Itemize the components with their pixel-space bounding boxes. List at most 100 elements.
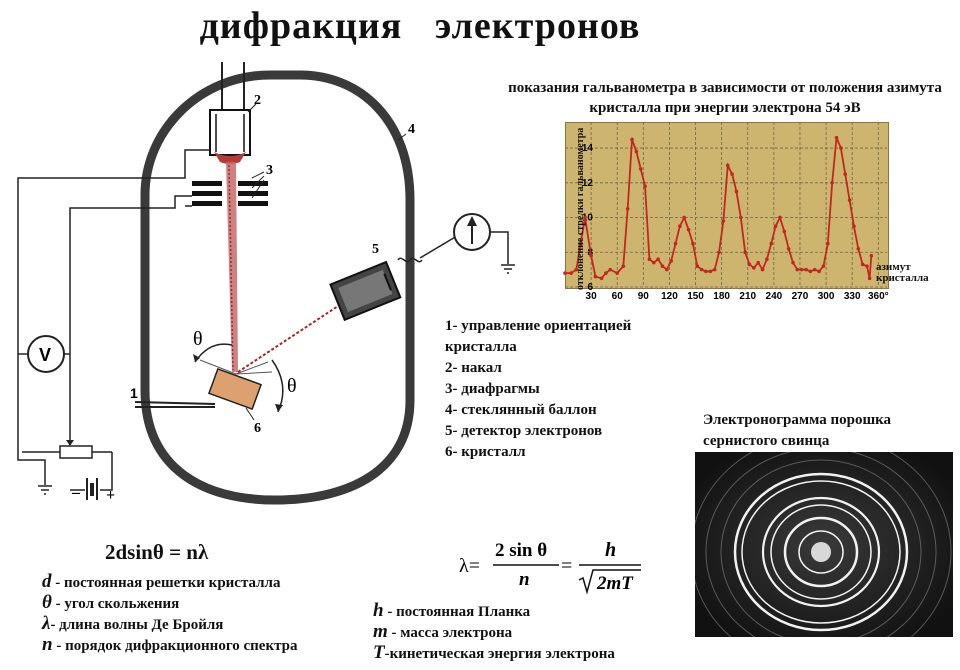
chart-series-line <box>565 137 873 280</box>
definition-row: λ- длина волны Де Бройля <box>42 614 382 635</box>
battery-minus: – <box>71 484 81 501</box>
symbol: m <box>373 621 388 642</box>
chart-x-tick-label: 180 <box>713 291 730 302</box>
chart-data-point <box>760 267 765 272</box>
chart-data-point <box>834 135 839 140</box>
page-title: дифракция электронов <box>199 5 641 47</box>
chart-x-axis-label: азимут кристалла <box>876 261 929 284</box>
definition-text: - длина волны Де Бройля <box>50 617 224 633</box>
chart-data-point <box>856 246 861 251</box>
symbol: n <box>42 634 53 655</box>
chart-x-tick-label: 210 <box>739 291 756 302</box>
chart-data-point <box>578 241 583 246</box>
electron-beam <box>226 162 238 372</box>
chart-data-point <box>773 224 778 229</box>
chart-data-point <box>865 264 869 268</box>
chart-data-point <box>734 189 739 194</box>
symbol: h <box>373 600 384 621</box>
chart-data-point <box>869 253 874 258</box>
chart-data-point <box>799 267 804 272</box>
chart-data-point <box>752 266 756 270</box>
legend-item: 1- управление ориентацией кристалла <box>445 318 632 355</box>
diaphragms <box>192 181 268 206</box>
chart-y-tick-label: 12 <box>582 178 594 189</box>
chart-x-tick-label: 240 <box>766 291 783 302</box>
chart-data-point <box>583 215 587 220</box>
part-number-6: 6 <box>254 421 261 436</box>
formula-lambda: λ= <box>459 555 480 577</box>
chart-data-point <box>804 267 808 272</box>
chart-title: показания гальванометра в зависимости от… <box>508 80 942 116</box>
formula-denominator-1: n <box>519 569 530 590</box>
chart-data-point <box>725 163 730 168</box>
chart-data-point <box>563 271 567 275</box>
chart-y-tick-label: 6 <box>587 282 593 293</box>
chart-data-point <box>839 146 843 150</box>
chart-data-point <box>826 241 830 246</box>
formula-numerator-2: h <box>605 539 616 561</box>
chart-data-point <box>660 264 665 268</box>
chart-data-point <box>686 227 691 232</box>
chart-data-point <box>843 172 848 176</box>
chart-data-point <box>791 260 795 265</box>
ground-icon-left <box>38 485 52 495</box>
symbol: λ <box>42 613 51 634</box>
chart-x-tick-label: 30 <box>586 291 598 302</box>
chart-data-point <box>651 260 656 265</box>
chart-data-point <box>765 257 769 262</box>
chart-y-tick-label: 10 <box>582 213 594 224</box>
chart-data-point <box>691 241 695 246</box>
chart-data-point <box>665 267 669 272</box>
chart-data-point <box>717 250 721 255</box>
part-number-4: 4 <box>408 122 415 137</box>
photo-caption: Электронограмма порошка сернистого свинц… <box>703 412 892 449</box>
chart-data-point <box>852 224 856 229</box>
legend-item: 6- кристалл <box>445 444 526 460</box>
legend-item: 4- стеклянный баллон <box>445 402 597 418</box>
chart-data-point <box>730 172 734 176</box>
definition-text: - порядок дифракционного спектра <box>52 638 298 654</box>
symbol: T <box>373 642 385 663</box>
chart-data-point <box>847 198 852 202</box>
theta-right: θ <box>287 375 297 397</box>
definition-text: - угол скольжения <box>51 596 180 612</box>
chart-data-point <box>638 167 643 171</box>
chart-data-point <box>867 276 872 281</box>
legend-item: 2- накал <box>445 360 502 376</box>
chart-data-point <box>678 224 682 229</box>
chart-x-tick-label: 150 <box>687 291 704 302</box>
electronogram-image <box>695 452 953 637</box>
part-number-3: 3 <box>266 163 273 178</box>
chart-data-point <box>860 262 865 267</box>
chart-data-point <box>608 267 613 272</box>
chart-x-tick-label: 60 <box>612 291 624 302</box>
chart-data-point <box>669 259 673 263</box>
ground-icon-right <box>501 264 515 274</box>
physics-definitions: h - постоянная Планка m - масса электрон… <box>373 601 703 664</box>
chart-data-point <box>808 269 813 274</box>
chart-data-point <box>673 241 678 246</box>
chart-data-point <box>599 276 604 281</box>
chart-data-point <box>574 267 579 272</box>
chart-data-point <box>695 264 700 268</box>
definition-row: T-кинетическая энергия электрона <box>373 643 703 664</box>
symbol: θ <box>42 592 52 613</box>
definition-text: -кинетическая энергия электрона <box>384 646 615 662</box>
definition-row: n - порядок дифракционного спектра <box>42 635 382 656</box>
chart-data-point <box>621 264 626 268</box>
chart-data-point <box>589 253 593 258</box>
chart-data-point <box>756 260 760 265</box>
battery-icon <box>86 478 98 500</box>
chart-x-tick-label: 360° <box>868 291 889 302</box>
definition-text: - масса электрона <box>387 625 513 641</box>
chart-data-point <box>743 250 747 255</box>
chart-data-point <box>699 267 704 272</box>
chart-data-point <box>830 180 834 185</box>
definition-row: θ - угол скольжения <box>42 593 382 614</box>
chart-y-axis-label: отклонение стрелки гальванометра <box>575 127 586 290</box>
chart-data-point <box>625 207 630 211</box>
chart-data-point <box>795 267 800 272</box>
chart-data-point <box>747 262 752 267</box>
formula-denominator-2: 2mT <box>596 573 634 594</box>
